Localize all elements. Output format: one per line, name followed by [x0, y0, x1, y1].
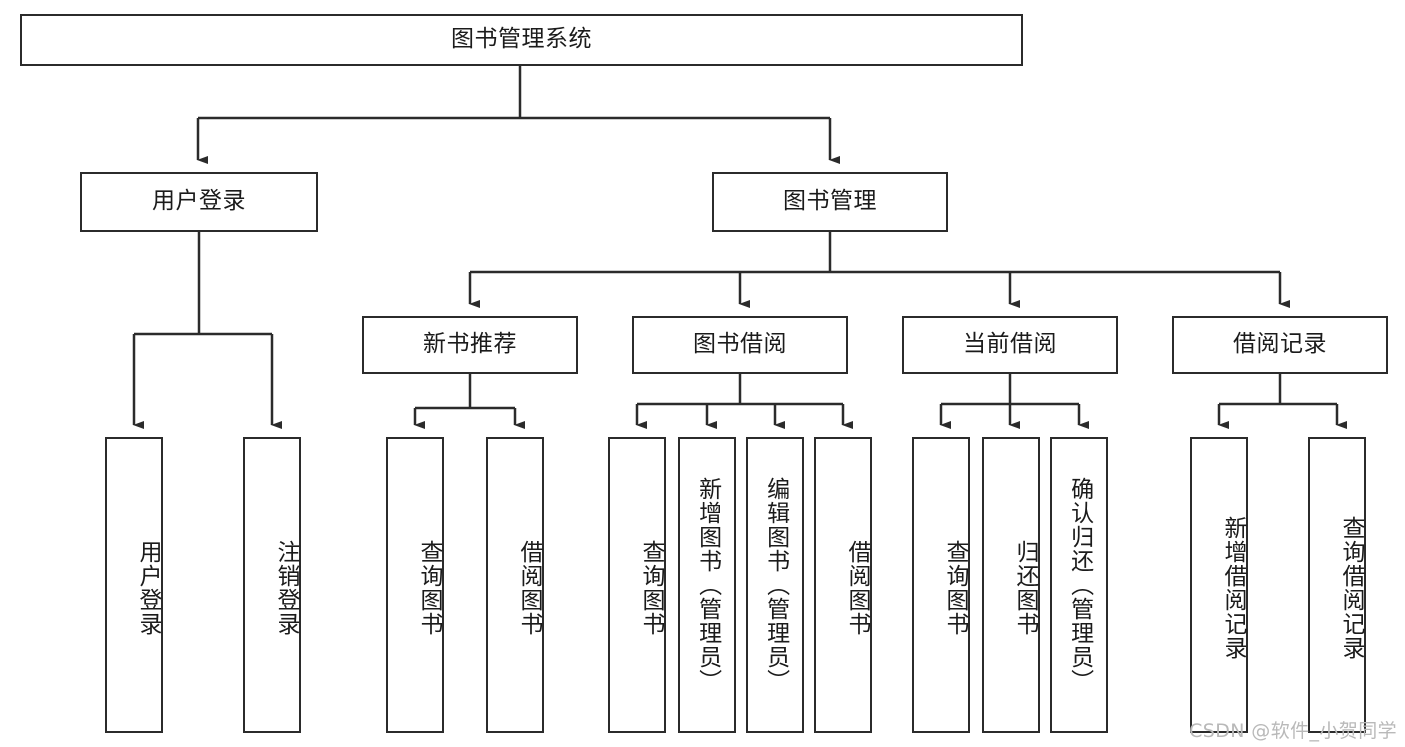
- node-root-label: 图书管理系统: [451, 26, 592, 53]
- node-root[interactable]: 图书管理系统: [20, 14, 1023, 66]
- leaf-edit-book[interactable]: 编辑图书（管理员）: [746, 437, 804, 733]
- node-borrow-record-label: 借阅记录: [1233, 331, 1327, 358]
- leaf-query-book-3-label: 查询图书: [942, 540, 968, 636]
- leaf-query-book-1[interactable]: 查询图书: [386, 437, 444, 733]
- leaf-add-record-label: 新增借阅记录: [1220, 516, 1246, 660]
- node-book-manage[interactable]: 图书管理: [712, 172, 948, 232]
- leaf-return-book-label: 归还图书: [1012, 540, 1038, 636]
- node-book-manage-label: 图书管理: [783, 188, 877, 215]
- leaf-query-book-2[interactable]: 查询图书: [608, 437, 666, 733]
- leaf-query-book-3[interactable]: 查询图书: [912, 437, 970, 733]
- node-book-borrow[interactable]: 图书借阅: [632, 316, 848, 374]
- leaf-add-record[interactable]: 新增借阅记录: [1190, 437, 1248, 733]
- leaf-return-book[interactable]: 归还图书: [982, 437, 1040, 733]
- leaf-query-book-1-label: 查询图书: [416, 540, 442, 636]
- node-current-borrow-label: 当前借阅: [963, 331, 1057, 358]
- node-user-login[interactable]: 用户登录: [80, 172, 318, 232]
- leaf-user-login[interactable]: 用户登录: [105, 437, 163, 733]
- leaf-logout-label: 注销登录: [273, 540, 299, 636]
- leaf-edit-book-label: 编辑图书（管理员）: [762, 477, 789, 693]
- csdn-watermark: CSDN @软件_小贺同学: [1189, 720, 1397, 742]
- leaf-borrow-book-1-label: 借阅图书: [516, 540, 542, 636]
- node-current-borrow[interactable]: 当前借阅: [902, 316, 1118, 374]
- node-user-login-label: 用户登录: [152, 188, 246, 215]
- leaf-borrow-book-2-label: 借阅图书: [844, 540, 870, 636]
- node-new-book-rec-label: 新书推荐: [423, 331, 517, 358]
- leaf-borrow-book-1[interactable]: 借阅图书: [486, 437, 544, 733]
- node-new-book-rec[interactable]: 新书推荐: [362, 316, 578, 374]
- leaf-user-login-label: 用户登录: [135, 540, 161, 636]
- node-borrow-record[interactable]: 借阅记录: [1172, 316, 1388, 374]
- leaf-confirm-return[interactable]: 确认归还（管理员）: [1050, 437, 1108, 733]
- leaf-add-book[interactable]: 新增图书（管理员）: [678, 437, 736, 733]
- node-book-borrow-label: 图书借阅: [693, 331, 787, 358]
- leaf-logout[interactable]: 注销登录: [243, 437, 301, 733]
- leaf-query-record-label: 查询借阅记录: [1338, 516, 1364, 660]
- leaf-confirm-return-label: 确认归还（管理员）: [1066, 477, 1093, 693]
- leaf-query-record[interactable]: 查询借阅记录: [1308, 437, 1366, 733]
- leaf-borrow-book-2[interactable]: 借阅图书: [814, 437, 872, 733]
- leaf-add-book-label: 新增图书（管理员）: [694, 477, 721, 693]
- leaf-query-book-2-label: 查询图书: [638, 540, 664, 636]
